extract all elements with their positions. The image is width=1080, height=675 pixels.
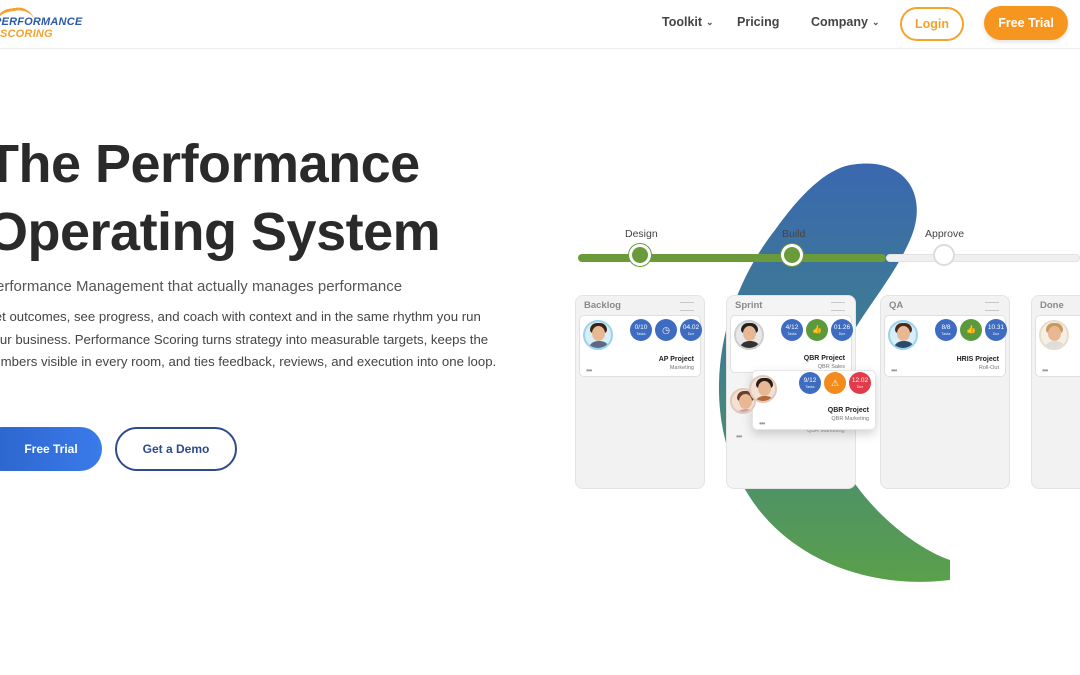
- stage-label-design: Design: [625, 228, 658, 240]
- thumbs-up-icon: 👍: [806, 319, 828, 341]
- more-icon[interactable]: •••: [891, 366, 897, 375]
- hero-title: The Performance Operating System: [0, 130, 526, 266]
- menu-icon: [985, 302, 999, 311]
- stage-progress-filled: [578, 254, 886, 262]
- board-title: Backlog: [584, 300, 621, 311]
- task-card[interactable]: •••: [1035, 315, 1080, 377]
- hero-subtitle: Performance Management that actually man…: [0, 278, 403, 295]
- avatar: [888, 320, 918, 350]
- login-button[interactable]: Login: [900, 7, 964, 41]
- stage-progress-remaining: [886, 254, 1080, 262]
- nav-company[interactable]: Company ⌄: [811, 15, 880, 29]
- get-a-demo-button[interactable]: Get a Demo: [115, 427, 237, 471]
- logo-text-line1: PERFORMANCE: [0, 16, 83, 28]
- hero-title-line2: Operating System: [0, 202, 441, 262]
- clock-icon: ◷: [655, 319, 677, 341]
- card-subtitle: QBR Marketing: [831, 416, 869, 422]
- hero-title-line1: The Performance: [0, 134, 420, 194]
- warning-icon: ⚠: [824, 372, 846, 394]
- card-subtitle: Marketing: [669, 365, 694, 371]
- avatar: [734, 320, 764, 350]
- free-trial-button[interactable]: Free Trial: [984, 6, 1068, 40]
- nav-company-label: Company: [811, 15, 868, 29]
- nav-pricing-label: Pricing: [737, 15, 780, 29]
- site-header: PERFORMANCE SCORING Toolkit ⌄ Pricing Co…: [0, 0, 1080, 49]
- avatar: [1039, 320, 1069, 350]
- menu-icon: [680, 302, 694, 311]
- logo-text-line2: SCORING: [0, 28, 53, 40]
- more-icon[interactable]: •••: [586, 366, 592, 375]
- more-icon[interactable]: •••: [1042, 366, 1048, 375]
- board-title: Sprint: [735, 300, 763, 311]
- thumbs-up-icon: 👍: [960, 319, 982, 341]
- chevron-down-icon: ⌄: [706, 16, 714, 27]
- nav-pricing[interactable]: Pricing: [737, 15, 779, 29]
- more-icon[interactable]: •••: [759, 419, 765, 428]
- stage-dot-approve: [933, 244, 955, 266]
- card-title: AP Project: [658, 356, 694, 363]
- nav-toolkit[interactable]: Toolkit ⌄: [662, 15, 714, 29]
- chevron-down-icon: ⌄: [871, 16, 880, 27]
- card-subtitle: Roll-Out: [978, 365, 999, 371]
- stage-label-build: Build: [782, 228, 806, 240]
- stage-label-approve: Approve: [925, 228, 965, 240]
- card-title: QBR Project: [803, 355, 845, 362]
- card-title: HRIS Project: [956, 356, 999, 363]
- performance-scoring-logo[interactable]: PERFORMANCE SCORING: [0, 5, 84, 40]
- avatar: [583, 320, 613, 350]
- card-title: QBR Project: [827, 407, 869, 414]
- stage-dot-design: [629, 244, 651, 266]
- board-title: Done: [1040, 300, 1064, 311]
- avatar: [749, 375, 777, 403]
- menu-icon: [831, 302, 845, 311]
- hero-description: Set outcomes, see progress, and coach wi…: [0, 309, 497, 369]
- board-title: QA: [889, 300, 904, 311]
- stage-dot-build: [781, 244, 803, 266]
- card-subtitle-behind: QBR Marketing: [807, 428, 845, 434]
- card-subtitle: QBR Sales: [817, 364, 845, 370]
- board-done: Done •••: [1031, 295, 1080, 489]
- more-icon[interactable]: •••: [736, 432, 742, 441]
- nav-toolkit-label: Toolkit: [662, 15, 703, 29]
- hero-free-trial-button[interactable]: Free Trial: [0, 427, 102, 471]
